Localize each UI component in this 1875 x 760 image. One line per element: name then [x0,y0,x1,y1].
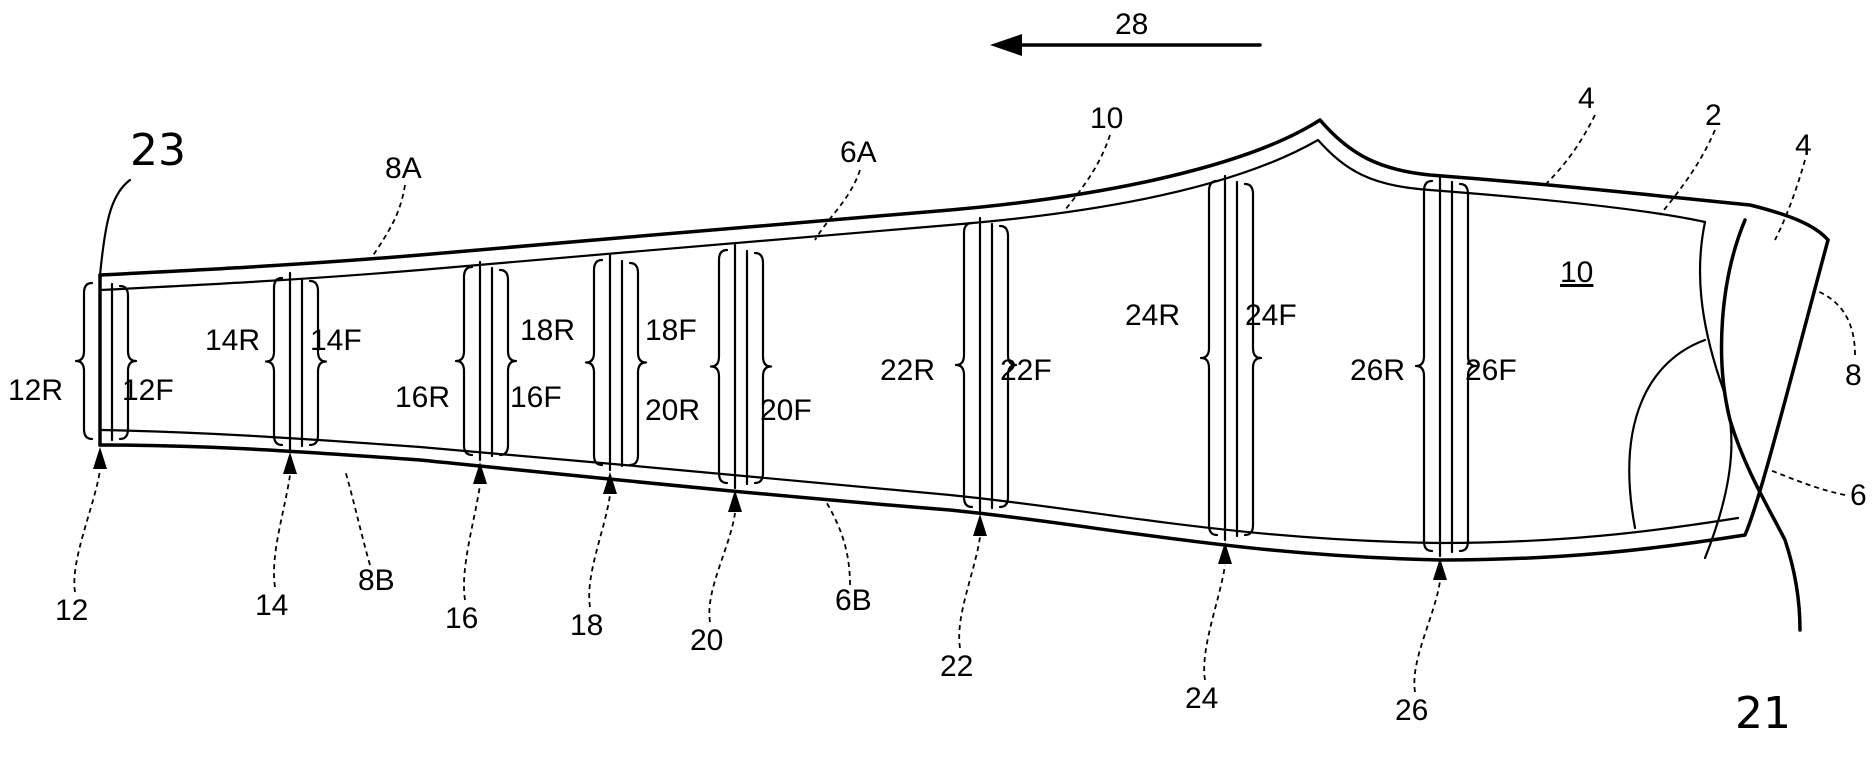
pointer-lead-20 [709,513,735,622]
front-label-22: 22F [1000,354,1052,387]
brace-24R [1201,181,1217,535]
pointer-arrow-22 [973,514,987,536]
label-4-top: 4 [1578,82,1595,115]
label-10-top: 10 [1090,102,1123,135]
label-6A: 6A [840,136,877,169]
label-6B: 6B [835,584,872,617]
leader-8 [1815,290,1855,355]
rear-label-14: 14R [205,324,260,357]
pointer-lead-18 [589,495,610,607]
inner-bottom-edge [100,430,1738,543]
direction-label: 28 [1115,8,1148,41]
leader-8A [370,185,405,260]
pointer-label-12: 12 [55,594,88,627]
pointer-label-16: 16 [445,602,478,635]
pointer-arrow-12 [93,447,107,469]
front-label-24: 24F [1245,299,1297,332]
brace-16R [456,267,472,455]
brace-16F [500,270,516,455]
inner-arc [1629,340,1705,528]
pointer-lead-22 [959,537,980,648]
rear-label-12: 12R [8,374,63,407]
front-label-26: 26F [1465,354,1517,387]
pointer-lead-26 [1414,581,1440,692]
brace-18R [586,260,602,465]
brace-22R [956,223,972,507]
label-4-right: 4 [1795,129,1812,162]
leader-6B [825,500,850,585]
leader-6 [1770,470,1845,495]
pointer-label-18: 18 [570,609,603,642]
rear-label-24: 24R [1125,299,1180,332]
rear-label-26: 26R [1350,354,1405,387]
brace-26R [1416,181,1432,551]
handwritten-21: 21 [1735,688,1791,739]
pointer-arrow-14 [283,452,297,474]
front-label-20: 20F [760,394,812,427]
leader-4-top [1545,115,1595,185]
brace-12R [76,283,92,439]
front-label-12: 12F [122,374,174,407]
brace-20R [711,250,727,483]
leader-10-top [1065,135,1110,210]
front-label-16: 16F [510,381,562,414]
brace-20F [755,253,771,483]
rear-label-22: 22R [880,354,935,387]
label-8B: 8B [358,564,395,597]
pointer-lead-12 [74,470,100,592]
rear-label-20: 20R [645,394,700,427]
brace-12F [120,286,136,439]
pointer-label-26: 26 [1395,694,1428,727]
pointer-lead-16 [464,485,480,600]
brace-24F [1245,184,1261,535]
fold-line-21 [1722,220,1800,630]
pointer-lead-14 [274,475,290,587]
pointer-label-22: 22 [940,650,973,683]
leader-23 [100,180,130,275]
front-label-14: 14F [310,324,362,357]
leader-8B [345,470,370,565]
pointer-arrow-18 [603,472,617,494]
pointer-label-20: 20 [690,624,723,657]
pointer-label-24: 24 [1185,682,1218,715]
label-8A: 8A [385,152,422,185]
label-6: 6 [1850,479,1867,512]
rear-label-18: 18R [520,314,575,347]
flap-crease-line [1700,222,1731,558]
label-2: 2 [1705,99,1722,132]
label-10-inner: 10 [1560,256,1593,289]
leader-4-right [1775,160,1805,240]
pointer-label-14: 14 [255,589,288,622]
label-8: 8 [1845,359,1862,392]
leader-6A [815,170,860,240]
front-label-18: 18F [645,314,697,347]
pointer-lead-24 [1204,565,1225,680]
rear-label-16: 16R [395,381,450,414]
brace-14R [266,278,282,445]
section-bands: 12R 12F 12 14R 14F 14 16R 16F 16 18R 18F 18 20R 20F 20… [8,176,1517,727]
brace-18F [630,263,646,465]
brace-14F [310,281,326,445]
handwritten-23: 23 [130,125,186,176]
